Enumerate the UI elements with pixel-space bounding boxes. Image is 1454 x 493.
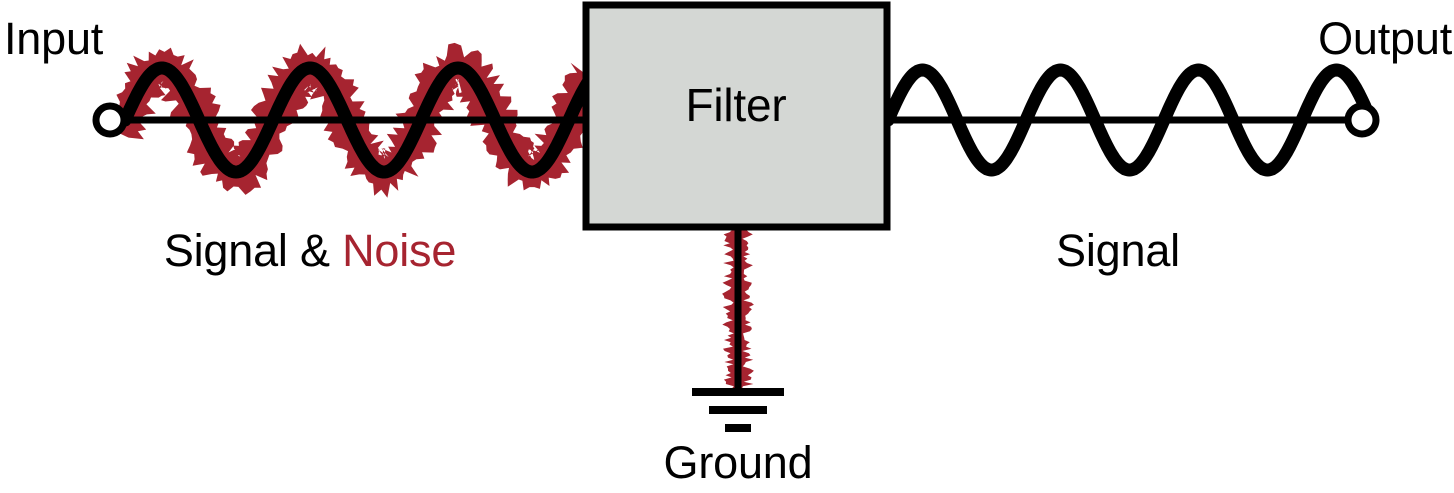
input-sine-wave [118,61,598,179]
ground-bar-3 [725,424,751,432]
input-label: Input [4,13,104,64]
noise-text: Noise [342,225,457,276]
input-terminal[interactable] [92,102,128,138]
signal-label: Signal [1056,225,1180,276]
output-label: Output [1318,13,1452,64]
output-terminal[interactable] [1344,102,1380,138]
output-sine-wave [881,63,1372,177]
filter-block[interactable] [582,1,891,231]
signal-and-text: Signal & [163,225,343,276]
filter-label: Filter [685,79,787,131]
ground-symbol [692,388,784,432]
signal-and-noise-label: Signal & Noise [163,225,457,276]
ground-bar-1 [692,388,784,396]
ground-bar-2 [709,406,767,414]
ground-label: Ground [663,437,813,488]
